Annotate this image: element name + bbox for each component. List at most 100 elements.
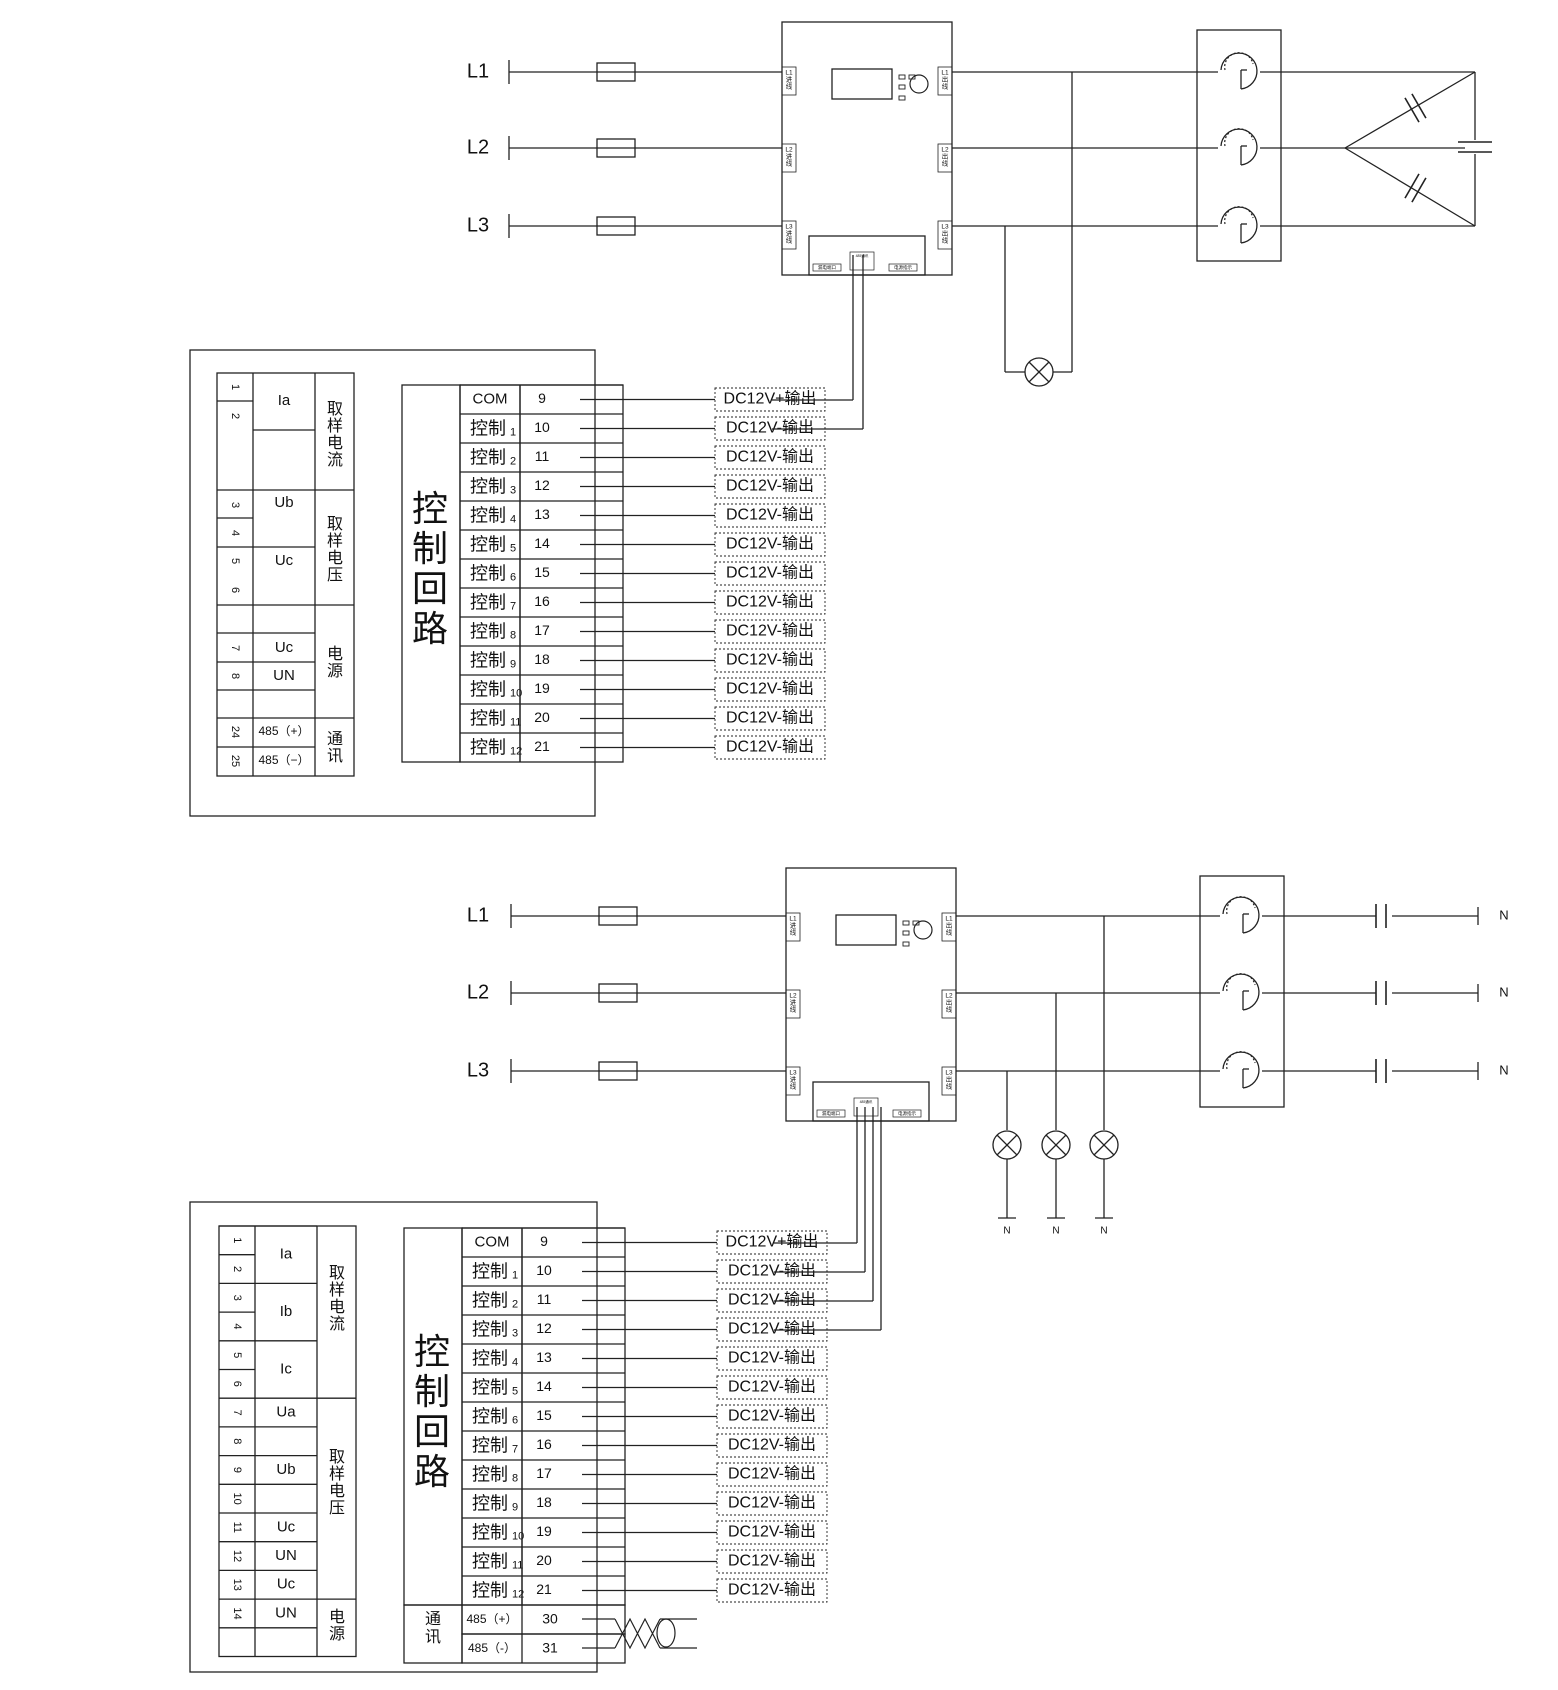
control-sub: 11 — [512, 1559, 523, 1571]
output-label-box — [714, 561, 826, 586]
control-name: 控制 — [472, 1464, 508, 1484]
vertical-char: 控 — [414, 1331, 450, 1372]
group-label-comm: 通讯 — [327, 730, 343, 765]
delta-wire — [1344, 71, 1476, 149]
module-out-port — [941, 989, 957, 1019]
control-sub: 5 — [510, 542, 516, 554]
vertical-char: 电 — [329, 1608, 345, 1626]
port-char: 线 — [790, 1082, 797, 1091]
control-title-cell — [401, 384, 461, 763]
vertical-char: 通 — [327, 730, 343, 748]
terminal-block — [808, 235, 926, 276]
control-pin: 14 — [534, 535, 550, 551]
output-label-box — [714, 445, 826, 470]
group-label-power: 电源 — [327, 645, 343, 680]
phase-label-l3: L3 — [467, 214, 489, 236]
comm-pin: 30 — [542, 1611, 558, 1627]
phase-label-l1: L1 — [467, 904, 489, 926]
neutral-label: N — [1100, 1226, 1107, 1237]
control-pin: 17 — [536, 1465, 552, 1481]
control-pin: 15 — [534, 564, 550, 580]
control-pin: 11 — [535, 448, 550, 464]
terminal-pins — [849, 251, 875, 271]
output-label-box — [714, 590, 826, 615]
port-char: 线 — [790, 1005, 797, 1014]
control-name: 控制 — [470, 737, 506, 757]
pin-number: 3 — [229, 502, 241, 508]
module-display — [835, 914, 897, 946]
input-terminal-table: 123456782425IaUbUcUcUN485（+）485（−）取样电流取样… — [216, 372, 355, 777]
control-sub: 8 — [510, 629, 516, 641]
vertical-char: 流 — [329, 1315, 345, 1333]
port-char: L1 — [785, 70, 793, 77]
vertical-char: 压 — [329, 1500, 345, 1517]
control-sub: 6 — [512, 1414, 518, 1426]
output-label: DC12V-输出 — [728, 1378, 816, 1396]
port-char: 线 — [946, 928, 953, 937]
output-label: DC12V-输出 — [726, 419, 814, 437]
ct-panel — [1199, 875, 1285, 1108]
pin-number: 7 — [229, 645, 241, 651]
diagram-2-star-capacitor: L1L2L3L1进线L1出线L2进线L2出线L3进线L3出线漏电端口485通讯电… — [189, 867, 1509, 1673]
port-char: 进 — [790, 922, 797, 930]
output-label: DC12V-输出 — [728, 1262, 816, 1280]
ct-inner-arc — [1224, 206, 1254, 225]
port-char: 线 — [790, 928, 797, 937]
signal-label: Ub — [274, 494, 293, 511]
control-pin: 17 — [534, 622, 550, 638]
module-led-icon — [908, 74, 916, 80]
output-label-box — [714, 735, 826, 760]
signal-label: Ia — [280, 1246, 293, 1263]
port-char: 出 — [942, 229, 949, 238]
output-label: DC12V+输出 — [726, 1233, 819, 1251]
vertical-char: 源 — [327, 662, 343, 680]
control-name: 控制 — [470, 505, 506, 525]
delta-wire — [1344, 147, 1476, 227]
cap-plate — [1404, 173, 1420, 199]
port-char: 进 — [786, 153, 793, 161]
output-label: DC12V-输出 — [728, 1465, 816, 1483]
output-label: DC12V-输出 — [726, 477, 814, 495]
control-sub: 5 — [512, 1385, 518, 1397]
signal-label: UN — [273, 667, 295, 684]
output-label: DC12V-输出 — [726, 680, 814, 698]
control-name: 控制 — [472, 1406, 508, 1426]
control-pin: 18 — [534, 651, 550, 667]
output-label-box — [716, 1462, 828, 1487]
output-label-box — [714, 503, 826, 528]
ct-arc — [1220, 206, 1258, 244]
pin-number: 12 — [231, 1550, 243, 1562]
output-label-box — [716, 1375, 828, 1400]
ct-arc — [1222, 1051, 1260, 1089]
port-char: L1 — [789, 916, 797, 923]
port-char: L3 — [941, 224, 949, 231]
output-label: DC12V-输出 — [726, 622, 814, 640]
cap-plate — [1411, 93, 1427, 119]
module-out-port — [937, 143, 953, 173]
lamp-cross — [1093, 1134, 1115, 1156]
output-label: DC12V-输出 — [728, 1436, 816, 1454]
port-char: 进 — [786, 76, 793, 84]
output-label: DC12V-输出 — [726, 709, 814, 727]
control-name: 控制 — [472, 1348, 508, 1368]
fuse-icon — [598, 983, 638, 1003]
vertical-char: 通 — [425, 1610, 441, 1628]
vertical-char: 电 — [327, 434, 343, 452]
ct-arc — [1220, 128, 1258, 166]
vertical-char: 路 — [414, 1451, 450, 1492]
control-name: 控制 — [470, 563, 506, 583]
control-sub: 9 — [512, 1501, 518, 1513]
output-label-box — [714, 648, 826, 673]
port-char: 线 — [786, 159, 793, 168]
output-label-box — [714, 619, 826, 644]
port-char: 线 — [942, 236, 949, 245]
module-led-icon — [902, 930, 910, 936]
